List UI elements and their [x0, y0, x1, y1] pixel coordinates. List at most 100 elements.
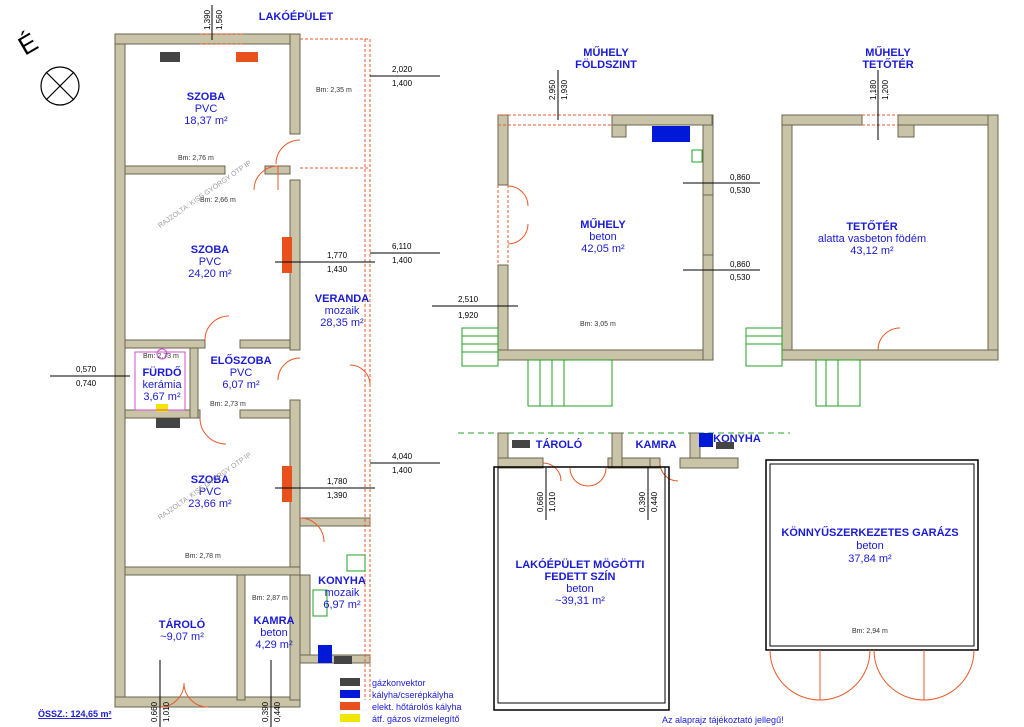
- dim-d10-b: 1,930: [560, 79, 569, 100]
- dim-d10-a: 2,950: [548, 79, 557, 100]
- legend-label-2: elekt. hőtárolós kályha: [372, 702, 462, 712]
- legend-label-0: gázkonvektor: [372, 678, 426, 688]
- room-area-szoba3: 23,66 m²: [188, 498, 232, 510]
- dimension-d10: 2,950 1,930: [548, 70, 569, 120]
- dimension-d9: 0,390 0,440: [261, 660, 282, 727]
- room-floor-teteter: alatta vasbeton födém: [818, 233, 926, 245]
- dimension-d11: 0,860 0,530: [683, 173, 760, 195]
- room-area-veranda: 28,35 m²: [320, 317, 364, 329]
- room-floor-kamra: beton: [260, 627, 288, 639]
- room-name-szoba1: SZOBA: [187, 91, 226, 103]
- dim-d16-b: 0,440: [650, 491, 659, 512]
- room-name-muhely: MŰHELY: [580, 218, 626, 231]
- dimension-d14: 1,180 1,200: [869, 70, 890, 140]
- dim-d9-a: 0,390: [261, 701, 270, 722]
- workshop-attic-plan: [745, 114, 999, 407]
- room-bm-veranda: Bm: 2,35 m: [316, 87, 352, 94]
- room-name-teteter: TETŐTÉR: [846, 220, 897, 233]
- dimension-d1: 1,390 1,560: [203, 5, 224, 40]
- dim-d14-a: 1,180: [869, 79, 878, 100]
- dim-d11-a: 0,860: [730, 173, 751, 182]
- shed-plan: [458, 432, 790, 711]
- dim-d13-b: 1,920: [458, 311, 479, 320]
- dimension-d2: 2,020 1,400: [370, 65, 440, 88]
- dim-d6-a: 4,040: [392, 452, 413, 461]
- room-name-szin-1: LAKÓÉPÜLET MÖGÖTTI: [516, 558, 645, 571]
- dim-d5-b: 0,740: [76, 379, 97, 388]
- dimension-d15: 0,660 1,010: [536, 468, 557, 520]
- room-bm-konyha: Bm: 2,87 m: [252, 595, 288, 602]
- dim-d3-a: 6,110: [392, 242, 412, 251]
- room-floor-furdo: kerámia: [142, 379, 182, 391]
- dimension-d8: 0,660 1,010: [150, 660, 171, 727]
- dimension-d13: 2,510 1,920: [432, 295, 518, 320]
- legend-swatch-1: [340, 690, 360, 698]
- room-name-szoba3: SZOBA: [191, 474, 230, 486]
- dim-d6-b: 1,400: [392, 466, 413, 475]
- room-name-eloszoba: ELŐSZOBA: [210, 354, 271, 367]
- room-floor-szoba3: PVC: [199, 486, 222, 498]
- room-name-kamra2: KAMRA: [636, 439, 677, 451]
- room-name-konyha2: KONYHA: [713, 433, 761, 445]
- room-bm-furdo: Bm: 2,73 m: [143, 353, 179, 360]
- room-name-konyha: KONYHA: [318, 575, 366, 587]
- title-workshop-attic-2: TETŐTÉR: [862, 58, 913, 71]
- dim-d14-b: 1,200: [881, 79, 890, 100]
- room-area-teteter: 43,12 m²: [850, 245, 894, 257]
- room-floor-szin: beton: [566, 583, 594, 595]
- room-floor-muhely: beton: [589, 231, 617, 243]
- room-area-kamra: 4,29 m²: [255, 639, 293, 651]
- dim-d15-b: 1,010: [548, 491, 557, 512]
- room-area-garazs: 37,84 m²: [848, 553, 892, 565]
- room-name-szoba2: SZOBA: [191, 244, 230, 256]
- dim-d1-b: 1,560: [215, 9, 224, 30]
- room-area-taroló: ~9,07 m²: [160, 631, 204, 643]
- title-workshop-attic-1: MŰHELY: [865, 46, 911, 59]
- legend-label-1: kályha/cserépkályha: [372, 690, 454, 700]
- room-area-szoba2: 24,20 m²: [188, 268, 232, 280]
- dim-d13-a: 2,510: [458, 295, 479, 304]
- room-floor-szoba2: PVC: [199, 256, 222, 268]
- room-name-furdo: FÜRDŐ: [142, 366, 182, 379]
- dimension-d5: 0,570 0,740: [50, 365, 130, 388]
- dim-d7-a: 1,780: [327, 477, 348, 486]
- room-bm-szoba3: Bm: 2,78 m: [185, 553, 221, 560]
- legend: gázkonvektor kályha/cserépkályha elekt. …: [340, 678, 462, 724]
- room-bm-muhely: Bm: 3,05 m: [580, 321, 616, 328]
- dim-d15-a: 0,660: [536, 491, 545, 512]
- dim-d8-a: 0,660: [150, 701, 159, 722]
- room-bm-szoba2: Bm: 2,66 m: [200, 197, 236, 204]
- room-name-kamra: KAMRA: [254, 615, 295, 627]
- room-area-konyha: 6,97 m²: [323, 599, 361, 611]
- dimension-d7: 1,780 1,390: [275, 477, 375, 500]
- room-name-szin-2: FEDETT SZÍN: [545, 570, 616, 583]
- dim-d3-b: 1,400: [392, 256, 413, 265]
- dim-d2-a: 2,020: [392, 65, 413, 74]
- dim-d4-b: 1,430: [327, 265, 348, 274]
- room-floor-eloszoba: PVC: [230, 367, 253, 379]
- dim-d9-b: 0,440: [273, 701, 282, 722]
- dim-d2-b: 1,400: [392, 79, 413, 88]
- north-label: É: [13, 27, 43, 62]
- garage-plan: [765, 459, 979, 701]
- room-name-taro2: TÁROLÓ: [536, 438, 583, 451]
- legend-swatch-3: [340, 714, 360, 722]
- disclaimer-note: Az alaprajz tájékoztató jellegű!: [662, 715, 784, 725]
- room-floor-szoba1: PVC: [195, 103, 218, 115]
- room-area-szoba1: 18,37 m²: [184, 115, 228, 127]
- legend-swatch-2: [340, 702, 360, 710]
- dimension-d12: 0,860 0,530: [683, 260, 760, 282]
- room-name-veranda: VERANDA: [315, 293, 369, 305]
- room-bm-garazs: Bm: 2,94 m: [852, 628, 888, 635]
- dim-d1-a: 1,390: [203, 9, 212, 30]
- room-area-furdo: 3,67 m²: [143, 391, 181, 403]
- dimension-d3: 6,110 1,400: [370, 242, 440, 265]
- dim-d8-b: 1,010: [162, 701, 171, 722]
- room-area-szin: ~39,31 m²: [555, 595, 605, 607]
- room-area-eloszoba: 6,07 m²: [222, 379, 260, 391]
- workshop-ground-plan: [461, 114, 714, 407]
- total-area: ÖSSZ.: 124,65 m²: [38, 709, 112, 719]
- title-workshop-ground-1: MŰHELY: [583, 46, 629, 59]
- room-area-muhely: 42,05 m²: [581, 243, 625, 255]
